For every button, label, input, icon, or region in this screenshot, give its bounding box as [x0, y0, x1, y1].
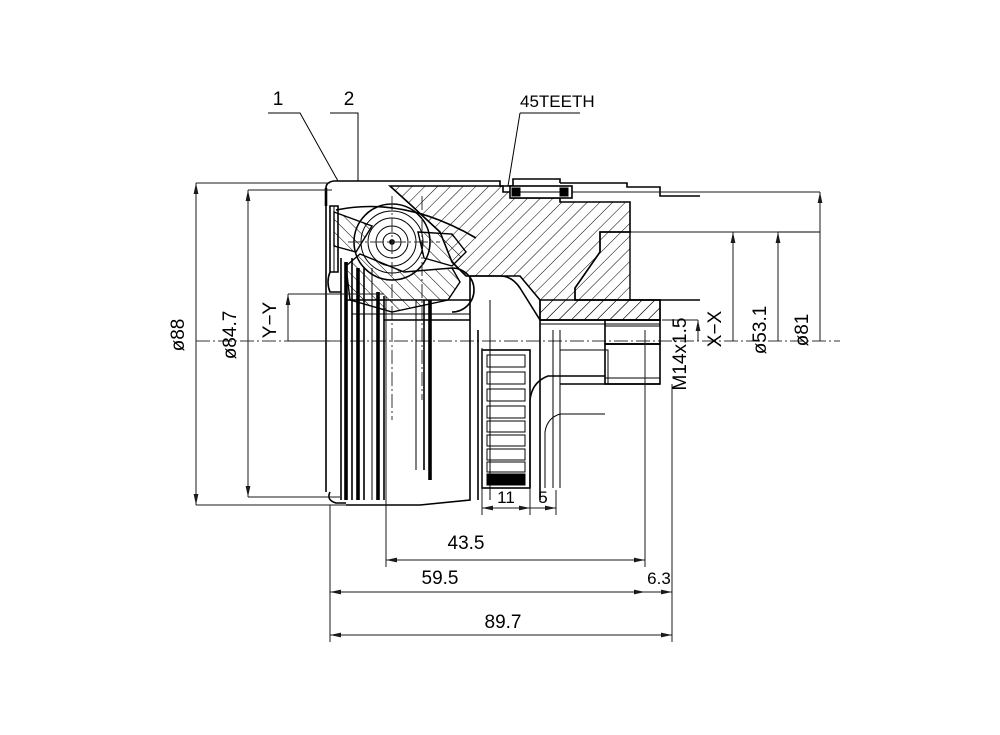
callout-2-label: 2 — [344, 89, 355, 110]
abs-tone-ring — [509, 185, 573, 199]
spline-section — [481, 349, 531, 489]
flange-hatch-lower — [539, 299, 661, 321]
boot-retainer — [329, 205, 432, 500]
shaft-lower-taper-2 — [544, 413, 605, 488]
boot-lip-bottom — [328, 491, 346, 504]
dim-dia847-label: ø84.7 — [220, 311, 241, 360]
dim-len5-label: 5 — [538, 488, 547, 507]
cage-right-wedge — [417, 231, 467, 267]
dim-len63-label: 6.3 — [647, 569, 671, 588]
cage-upper-left-wedge — [333, 210, 374, 253]
shaft-lower-taper — [529, 375, 605, 488]
dim-len595-label: 59.5 — [422, 568, 459, 589]
threaded-stub-shaft — [604, 319, 661, 385]
boot-lip-top — [327, 271, 341, 293]
housing-nose-profile — [470, 275, 541, 500]
callout-45teeth-label: 45TEETH — [520, 92, 595, 111]
dim-section-yy-label: Y−Y — [260, 301, 281, 338]
housing-lower-left-outline — [346, 276, 471, 506]
dim-dia531-label: ø53.1 — [750, 306, 771, 355]
dim-dia88-label: ø88 — [168, 319, 189, 352]
vertical-dimension-group-left — [193, 182, 384, 506]
callout-1-label: 1 — [273, 89, 284, 110]
cv-joint-section — [324, 178, 820, 506]
race-top-profile — [325, 178, 561, 189]
horizontal-dimension-group — [329, 296, 673, 642]
dim-section-xx-label: X−X — [705, 310, 726, 347]
shaft-lower-block — [559, 349, 609, 385]
callout-leaders — [268, 112, 580, 187]
dim-dia81-label: ø81 — [792, 314, 813, 347]
knuckle-arc — [451, 267, 475, 313]
race-top-right — [560, 182, 700, 197]
cage-outer-arc — [335, 205, 477, 239]
vertical-dimension-group-right — [574, 191, 823, 341]
dim-thread-m14-label: M14x1.5 — [670, 318, 691, 391]
dim-len11-label: 11 — [497, 488, 515, 507]
dim-len897-label: 89.7 — [485, 612, 522, 633]
dim-len435-label: 43.5 — [448, 533, 485, 554]
